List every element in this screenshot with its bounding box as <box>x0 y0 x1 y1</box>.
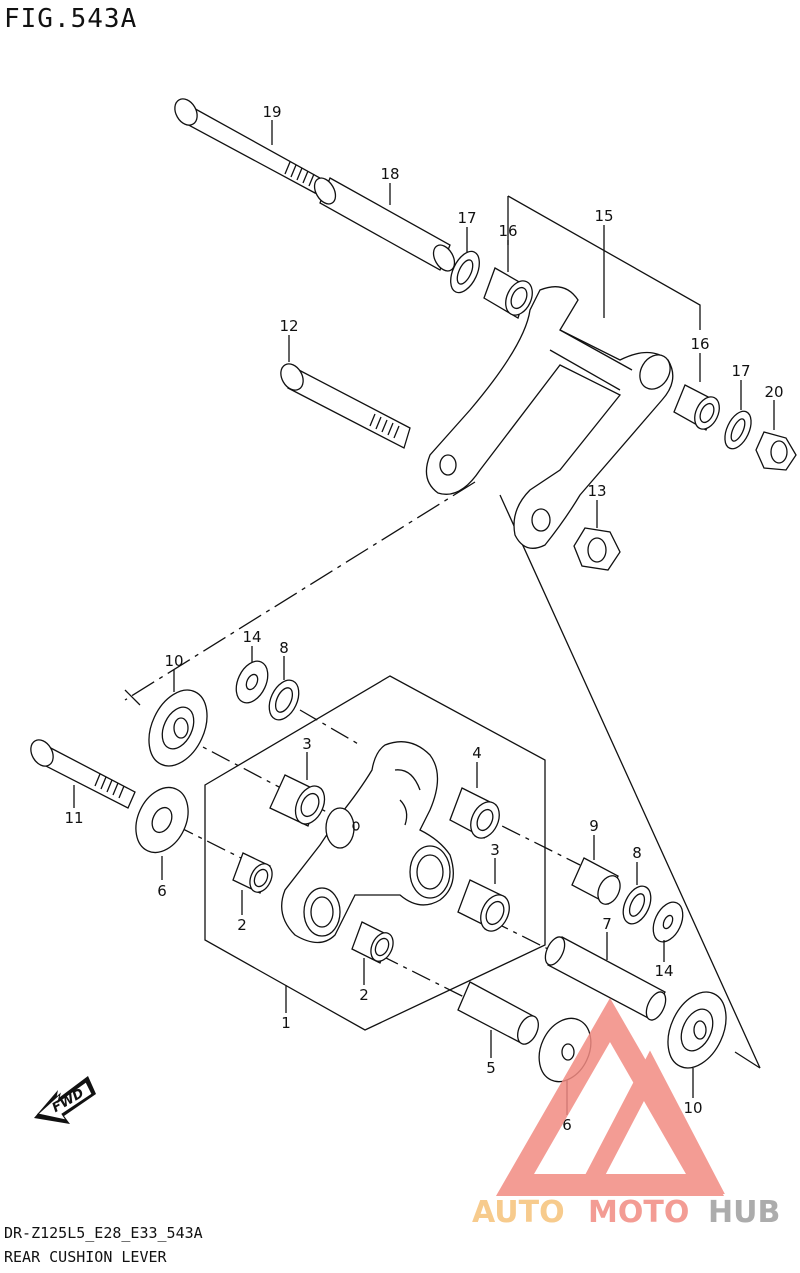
callout-17-top: 17 <box>457 209 476 227</box>
cover-6-left[interactable] <box>126 779 198 861</box>
bearing-2-lower[interactable] <box>351 921 397 965</box>
washer-14-top[interactable] <box>230 656 274 708</box>
callout-11: 11 <box>64 809 83 827</box>
callout-2-lower: 2 <box>359 986 369 1004</box>
callout-18: 18 <box>380 165 399 183</box>
callout-17-right: 17 <box>731 362 750 380</box>
bearing-4[interactable] <box>449 787 505 843</box>
callout-4: 4 <box>472 744 482 762</box>
callout-16-right: 16 <box>690 335 709 353</box>
watermark-text-auto: AUTO <box>472 1195 565 1230</box>
bolt-11[interactable] <box>26 736 136 809</box>
seal-17-top[interactable] <box>445 247 485 297</box>
callout-19: 19 <box>262 103 281 121</box>
collar-5[interactable] <box>457 981 542 1047</box>
lever-assembly-outline <box>204 675 546 1031</box>
sleeve-18[interactable] <box>310 174 459 274</box>
bearing-16-top[interactable] <box>483 267 537 319</box>
callout-15: 15 <box>594 207 613 225</box>
callout-6-left: 6 <box>157 882 167 900</box>
assembly-dashdot-left <box>124 481 476 701</box>
callout-7: 7 <box>602 915 612 933</box>
callout-5: 5 <box>486 1059 496 1077</box>
bearing-3-upper[interactable] <box>269 774 330 829</box>
link-15[interactable] <box>425 286 676 549</box>
callout-10-left: 10 <box>164 652 183 670</box>
cover-10-left[interactable] <box>138 681 219 775</box>
nut-13[interactable] <box>573 527 621 571</box>
assembly-line-right <box>499 494 761 1069</box>
callout-numbers: 19 18 17 16 15 16 17 20 12 13 14 8 10 11… <box>64 103 783 1134</box>
link-bracket-line <box>507 195 701 330</box>
bolt-12[interactable] <box>276 360 411 449</box>
callout-14-right: 14 <box>654 962 673 980</box>
model-code: DR-Z125L5_E28_E33_543A <box>4 1224 203 1242</box>
callout-12: 12 <box>279 317 298 335</box>
callout-6-right: 6 <box>562 1116 572 1134</box>
callout-2-left: 2 <box>237 916 247 934</box>
sleeve-7[interactable] <box>541 934 669 1023</box>
nut-20[interactable] <box>755 431 797 471</box>
fwd-arrow-icon: FWD <box>34 1076 96 1124</box>
callout-10-right: 10 <box>683 1099 702 1117</box>
collar-9[interactable] <box>571 857 624 908</box>
callout-9: 9 <box>589 817 599 835</box>
seal-17-right[interactable] <box>720 407 757 453</box>
callout-8-top: 8 <box>279 639 289 657</box>
callout-8-right: 8 <box>632 844 642 862</box>
washer-14-right[interactable] <box>647 897 688 946</box>
seal-8-top[interactable] <box>263 675 304 724</box>
cover-10-right[interactable] <box>657 983 738 1077</box>
bolt-19[interactable] <box>170 95 321 194</box>
callout-1: 1 <box>281 1014 291 1032</box>
lever-1[interactable] <box>281 741 454 944</box>
callout-3-lower: 3 <box>490 841 500 859</box>
seal-8-right[interactable] <box>618 882 657 928</box>
watermark-text-moto: MOTO <box>588 1195 689 1230</box>
bearing-3-lower[interactable] <box>457 879 515 936</box>
watermark-logo: AUTO MOTO HUB <box>472 997 780 1230</box>
callout-16-top: 16 <box>498 222 517 240</box>
callout-14-top: 14 <box>242 628 261 646</box>
bearing-16-right[interactable] <box>673 384 724 433</box>
callout-3-upper: 3 <box>302 735 312 753</box>
leader-lines <box>73 120 775 1115</box>
callout-13: 13 <box>587 482 606 500</box>
figure-label: FIG.543A <box>4 4 138 34</box>
callout-20: 20 <box>764 383 783 401</box>
watermark-text-hub: HUB <box>708 1195 780 1230</box>
assembly-name: REAR CUSHION LEVER <box>4 1248 167 1266</box>
bearing-2-left[interactable] <box>232 852 276 896</box>
